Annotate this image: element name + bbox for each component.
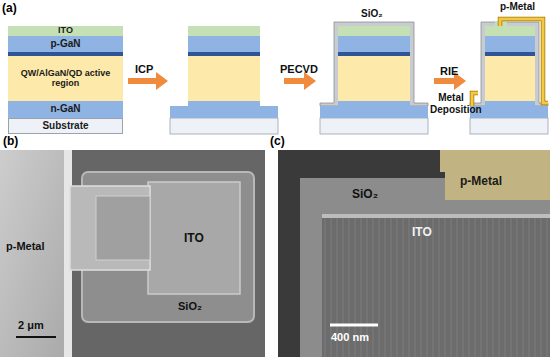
process-cross-sections bbox=[320, 22, 428, 106]
process-cross-sections bbox=[188, 26, 260, 36]
process-cross-sections bbox=[188, 36, 260, 52]
panel-letter: (a) bbox=[2, 2, 17, 16]
process-cross-sections bbox=[500, 19, 548, 103]
metal-label: p-Metal bbox=[500, 1, 535, 13]
sem-cross-section bbox=[278, 150, 550, 357]
sem-cross-section bbox=[322, 214, 550, 357]
sem-top-view bbox=[0, 150, 265, 357]
process-step: Metal Deposition bbox=[430, 92, 472, 115]
sem-top-view bbox=[16, 336, 56, 338]
sem-cross-section bbox=[330, 324, 378, 327]
process-cross-sections bbox=[485, 56, 535, 101]
process-cross-sections bbox=[472, 93, 478, 106]
layer-label: SiO₂ bbox=[361, 8, 383, 20]
n-gan-layer: n-GaN bbox=[8, 101, 123, 118]
process-step: RIE bbox=[440, 65, 458, 78]
p-gan-layer: p-GaN bbox=[8, 36, 123, 52]
process-cross-sections bbox=[170, 106, 278, 118]
process-cross-sections bbox=[338, 56, 410, 101]
sem-cross-section bbox=[300, 178, 550, 357]
active-region-layer: QW/AlGaN/QD active region bbox=[8, 56, 123, 101]
scale-bar-label: 400 nm bbox=[331, 331, 369, 344]
process-cross-sections bbox=[170, 118, 278, 134]
process-cross-sections bbox=[338, 101, 410, 106]
sem-label: ITO bbox=[184, 232, 204, 246]
layer-label: p-GaN bbox=[51, 39, 81, 50]
process-cross-sections bbox=[434, 78, 456, 84]
panel-letter: (c) bbox=[270, 135, 285, 149]
substrate-layer: Substrate bbox=[8, 118, 123, 134]
layer-label: Substrate bbox=[42, 121, 88, 132]
process-cross-sections bbox=[485, 52, 535, 56]
sem-cross-section bbox=[440, 150, 550, 200]
sem-cross-section bbox=[322, 214, 550, 218]
process-cross-sections bbox=[338, 36, 410, 52]
sem-top-view bbox=[70, 186, 150, 270]
process-cross-sections bbox=[320, 118, 428, 134]
process-cross-sections bbox=[188, 101, 260, 106]
process-cross-sections bbox=[470, 106, 548, 118]
process-cross-sections bbox=[284, 78, 306, 84]
process-cross-sections bbox=[470, 118, 548, 134]
sem-top-view bbox=[0, 150, 68, 357]
process-cross-sections bbox=[188, 52, 260, 56]
sem-label: p-Metal bbox=[6, 240, 45, 253]
process-cross-sections bbox=[338, 52, 410, 56]
process-cross-sections bbox=[338, 26, 410, 36]
sem-label: SiO₂ bbox=[352, 188, 378, 202]
layer-label: QW/AlGaN/QD active region bbox=[8, 69, 123, 88]
layer-label: n-GaN bbox=[51, 104, 81, 115]
process-step: ICP bbox=[135, 63, 153, 76]
panel-letter: (b) bbox=[3, 135, 18, 149]
sem-label: ITO bbox=[412, 226, 432, 240]
process-cross-sections bbox=[485, 101, 535, 106]
process-cross-sections bbox=[500, 19, 548, 103]
scale-bar-label: 2 μm bbox=[18, 319, 44, 332]
sem-top-view bbox=[0, 150, 265, 357]
ito-layer: ITO bbox=[8, 26, 123, 36]
process-cross-sections bbox=[8, 19, 548, 134]
sem-label: SiO₂ bbox=[178, 300, 202, 313]
sem-label: p-Metal bbox=[460, 175, 502, 189]
process-cross-sections bbox=[156, 72, 168, 90]
sem-top-view bbox=[148, 182, 240, 294]
sem-top-view bbox=[96, 196, 150, 260]
process-cross-sections bbox=[470, 22, 548, 106]
process-step: PECVD bbox=[280, 63, 318, 76]
sem-cross-section bbox=[278, 150, 550, 357]
process-cross-sections bbox=[188, 56, 260, 101]
layer-label: ITO bbox=[58, 26, 73, 35]
process-cross-sections bbox=[128, 78, 158, 84]
process-cross-sections bbox=[320, 106, 428, 118]
process-cross-sections bbox=[485, 36, 535, 52]
process-cross-sections bbox=[485, 26, 535, 36]
process-cross-sections bbox=[472, 93, 478, 106]
